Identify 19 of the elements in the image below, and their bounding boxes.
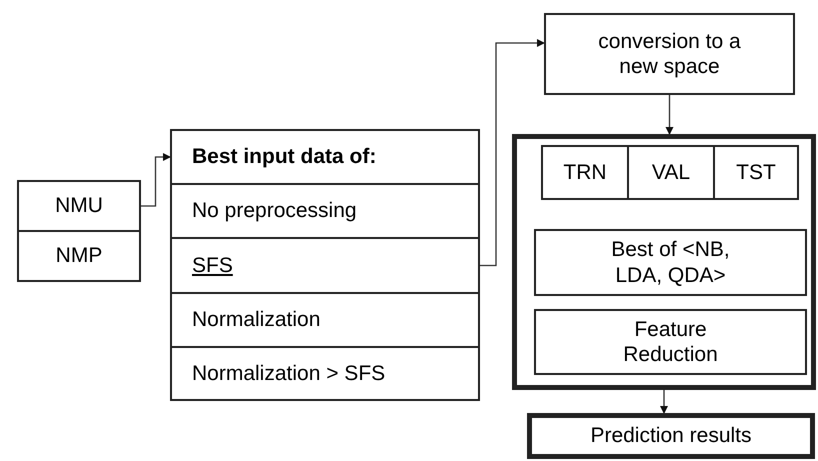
process-box: TRN [541, 145, 629, 200]
process-box: VAL [627, 145, 715, 200]
process-box: conversion to a new space [544, 13, 795, 95]
process-box: Normalization > SFS [170, 346, 480, 401]
process-box: Best input data of: [170, 129, 480, 185]
arrow [660, 390, 668, 414]
process-box: Feature Reduction [534, 309, 807, 375]
arrow [141, 153, 171, 207]
container-box [512, 134, 816, 390]
process-box: NMP [17, 230, 141, 282]
process-box: Best of <NB, LDA, QDA> [534, 229, 807, 296]
process-box: Normalization [170, 292, 480, 348]
arrow [480, 39, 545, 266]
process-box: No preprocessing [170, 183, 480, 239]
process-box: TST [713, 145, 799, 200]
result-box: Prediction results [527, 413, 815, 459]
arrow [666, 95, 674, 135]
process-box: SFS [170, 237, 480, 294]
process-box: NMU [17, 180, 141, 232]
